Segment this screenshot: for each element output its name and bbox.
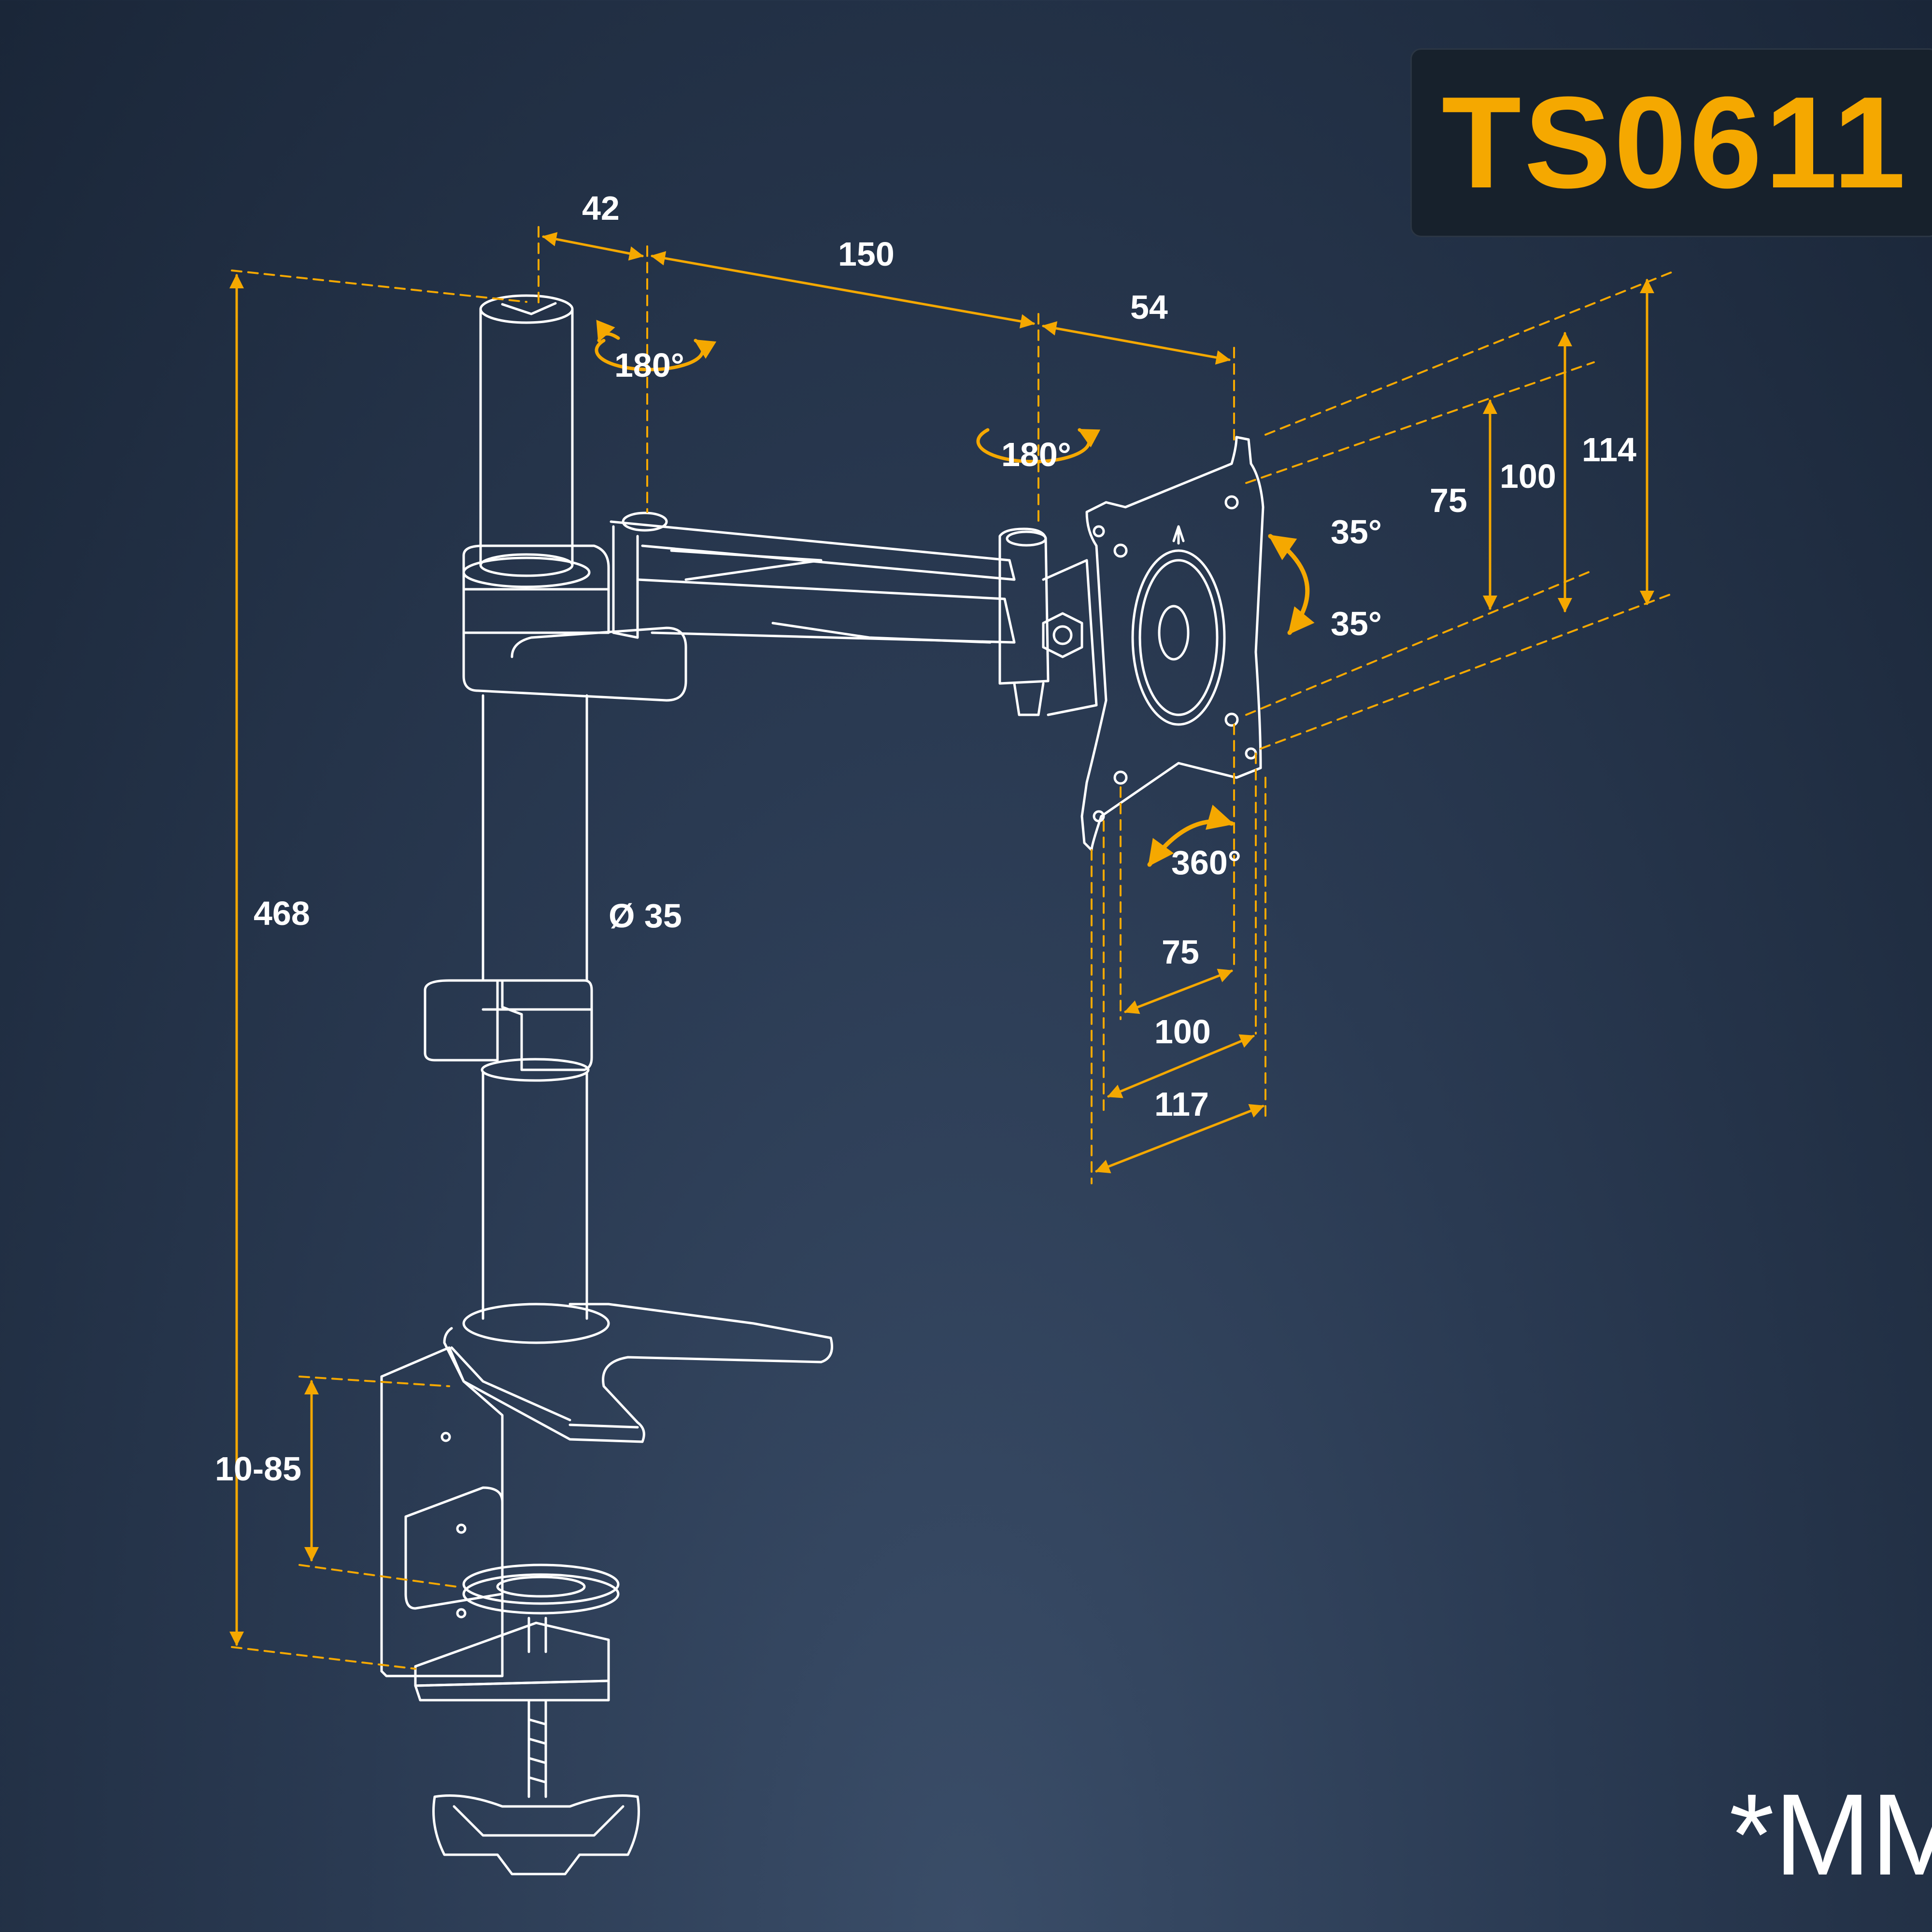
pole-base — [443, 1303, 833, 1443]
dim-pole-tube: Ø 35 — [609, 897, 682, 935]
dim-clamp-range: 10-85 — [215, 1450, 301, 1488]
dimension-labels: 42 150 54 468 10-85 Ø 35 75 100 114 75 1… — [215, 189, 1636, 1488]
rot-pole-swivel: 180° — [614, 346, 684, 384]
rot-tilt-up: 35° — [1331, 513, 1382, 551]
dim-vesa-v-75: 75 — [1430, 482, 1467, 519]
vesa-plate — [1080, 436, 1264, 852]
cable-clip — [424, 979, 593, 1082]
model-title: TS0611 — [1441, 70, 1909, 215]
dim-plate-height-114: 114 — [1582, 431, 1636, 469]
rot-rotation: 360° — [1171, 844, 1241, 881]
pole-collar — [462, 544, 687, 702]
dim-total-height: 468 — [254, 895, 310, 932]
dim-arm-length: 150 — [838, 235, 895, 273]
dim-pole-diameter: 42 — [582, 189, 620, 227]
dim-joint-to-plate: 54 — [1130, 288, 1168, 326]
pole-lower — [482, 694, 588, 1320]
mount-line-art — [380, 294, 1264, 1875]
dim-vesa-h-100: 100 — [1154, 1013, 1211, 1051]
units-note: *MM — [1729, 1770, 1932, 1899]
c-clamp — [380, 1346, 640, 1875]
rot-arm-swivel: 180° — [1001, 436, 1071, 473]
dim-vesa-h-75: 75 — [1162, 933, 1199, 971]
dimension-lines — [229, 226, 1677, 1670]
swing-arm — [610, 511, 1098, 716]
pole-top — [479, 294, 574, 567]
rot-tilt-down: 35° — [1331, 605, 1382, 642]
dim-vesa-v-100: 100 — [1500, 457, 1556, 495]
dim-plate-width-117: 117 — [1154, 1085, 1209, 1123]
model-badge: TS0611 — [1410, 48, 1932, 237]
